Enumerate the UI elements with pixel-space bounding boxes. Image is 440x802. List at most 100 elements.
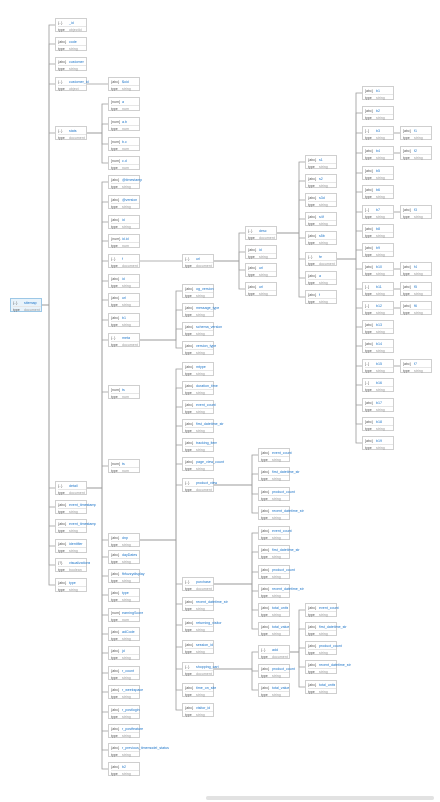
horizontal-scrollbar[interactable]	[206, 796, 434, 800]
